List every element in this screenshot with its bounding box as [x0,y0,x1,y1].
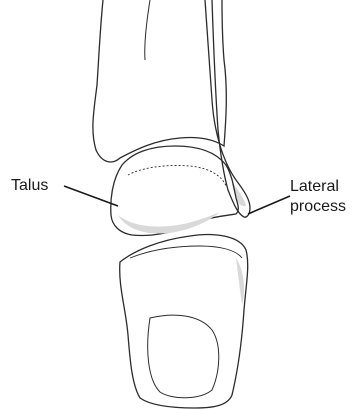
talus-leader-line [64,186,118,206]
lateral-process-leader-line [248,196,290,214]
calcaneus-inner-line [130,246,242,258]
calcaneus-bone [120,235,248,408]
lateral-process-label-line1: Lateral [290,178,339,195]
talus-label: Talus [11,177,48,194]
talus-dome-line [128,165,226,186]
calcaneus-shading [236,258,244,305]
fibula-bone [205,0,250,217]
lateral-process-label-line2: process [290,198,346,215]
fibula-shading [232,182,246,206]
calcaneus-sustentaculum [148,315,219,398]
talus-shading [118,212,220,234]
tibia-shaft-line [145,0,150,60]
